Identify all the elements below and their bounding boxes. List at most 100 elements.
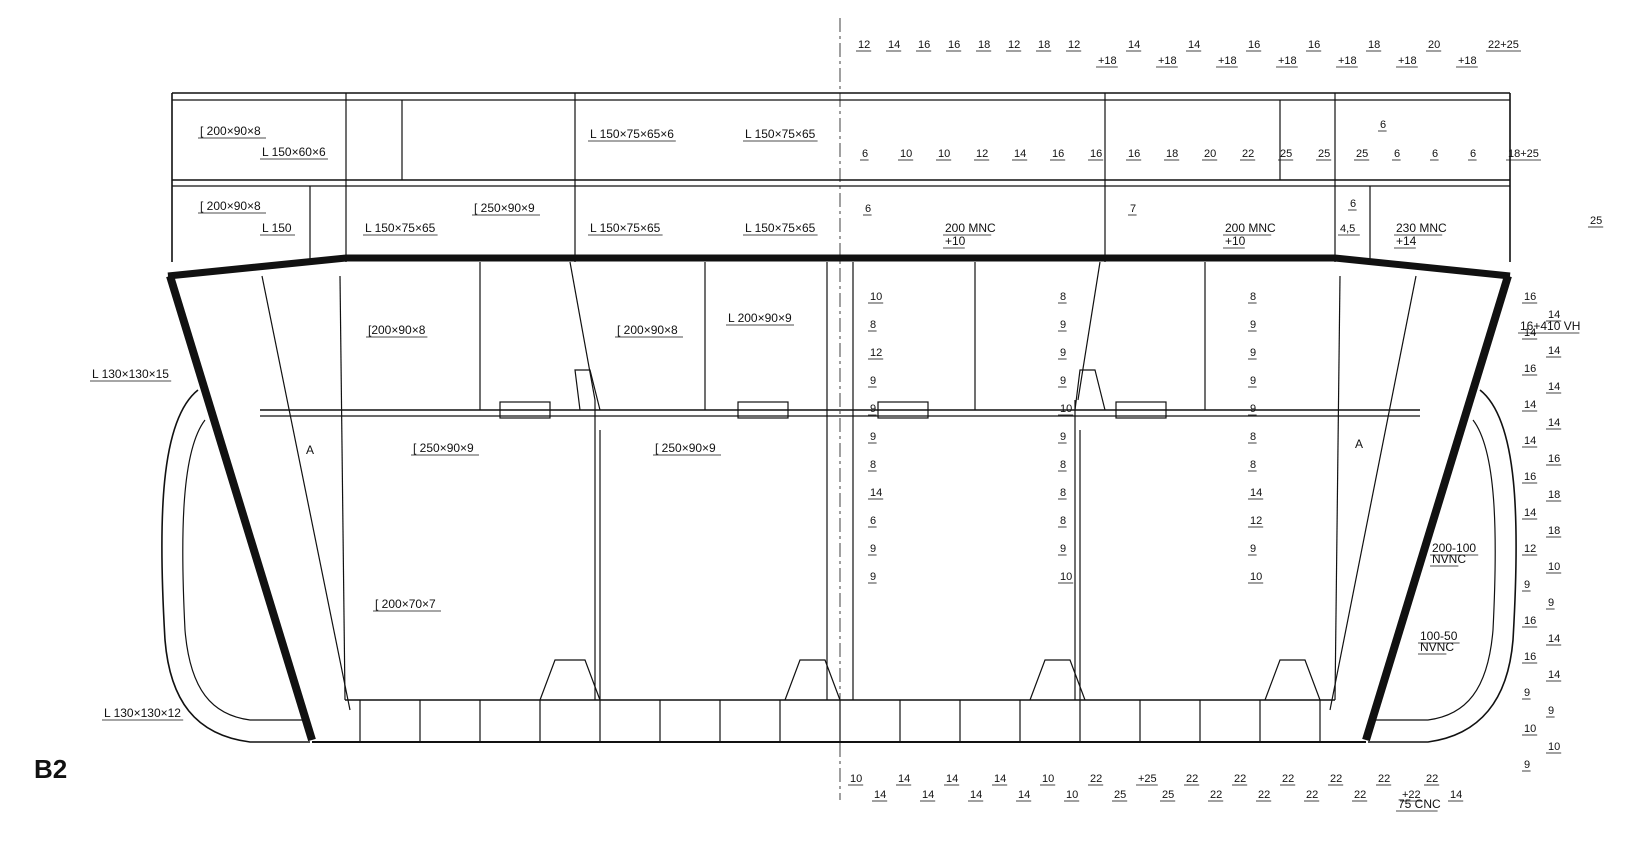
profile-label: 200 MNC bbox=[1225, 221, 1276, 235]
profile-label: L 150 bbox=[262, 221, 292, 235]
mid-thickness-label: 9 bbox=[870, 543, 876, 555]
inner-web-stbd bbox=[1334, 275, 1341, 701]
bracket bbox=[574, 369, 601, 411]
deck2-thickness-label: 16 bbox=[1052, 148, 1064, 160]
top-thickness-label: +18 bbox=[1338, 55, 1357, 67]
top-thickness-label: 22+25 bbox=[1488, 39, 1519, 51]
side-thickness-label: 16 bbox=[1524, 651, 1536, 663]
side-thickness-label: 9 bbox=[1548, 705, 1554, 717]
top-thickness-label: 14 bbox=[1128, 39, 1140, 51]
bottom-thickness-label: 10 bbox=[1042, 773, 1054, 785]
deck2-thickness-label: 6 bbox=[1432, 148, 1438, 160]
bottom-thickness-label: 14 bbox=[1450, 789, 1462, 801]
bottom-thickness-label: 22 bbox=[1426, 773, 1438, 785]
top-thickness-label: 14 bbox=[1188, 39, 1200, 51]
deck2-thickness-label: 25 bbox=[1356, 148, 1368, 160]
top-thickness-label: 20 bbox=[1428, 39, 1440, 51]
mid-thickness-label: 9 bbox=[870, 431, 876, 443]
top-thickness-label: +18 bbox=[1218, 55, 1237, 67]
side-thickness-label: 12 bbox=[1524, 543, 1536, 555]
bottom-thickness-label: 22 bbox=[1258, 789, 1270, 801]
profile-label: [ 250×90×9 bbox=[413, 441, 474, 455]
mid-thickness-label: 8 bbox=[1250, 459, 1256, 471]
bottom-floors bbox=[359, 700, 1321, 742]
mid-thickness-label: 14 bbox=[1250, 487, 1262, 499]
mid-thickness-label: 6 bbox=[870, 515, 876, 527]
mid-thickness-label: 8 bbox=[1250, 291, 1256, 303]
inner-web-port bbox=[339, 275, 346, 701]
side-thickness-label: 9 bbox=[1524, 759, 1530, 771]
side-thickness-label: 14 bbox=[1524, 399, 1536, 411]
top-thickness-label: 18 bbox=[978, 39, 990, 51]
mid-thickness-label: 9 bbox=[870, 403, 876, 415]
top-thickness-label: 12 bbox=[1068, 39, 1080, 51]
bottom-thickness-label: 14 bbox=[946, 773, 958, 785]
profile-label: L 150×75×65×6 bbox=[590, 127, 674, 141]
main-deck-heavy bbox=[167, 254, 1511, 280]
profile-label: [ 200×90×8 bbox=[617, 323, 678, 337]
bottom-thickness-label: 14 bbox=[970, 789, 982, 801]
deck2-thickness-label: 12 bbox=[976, 148, 988, 160]
profile-label: L 150×75×65 bbox=[365, 221, 436, 235]
bracket bbox=[1264, 659, 1321, 701]
bottom-thickness-label: 14 bbox=[994, 773, 1006, 785]
deck2-thickness-label: 6 bbox=[1394, 148, 1400, 160]
side-thickness-label: 18 bbox=[1548, 525, 1560, 537]
deck3-thickness-label: 25 bbox=[1590, 215, 1602, 227]
frame-diag bbox=[1077, 261, 1101, 401]
tank bbox=[1115, 401, 1167, 419]
side-thickness-label: 16 bbox=[1524, 471, 1536, 483]
profile-label: L 150×60×6 bbox=[262, 145, 326, 159]
side-thickness-label: 14 bbox=[1548, 669, 1560, 681]
top-thickness-label: +18 bbox=[1278, 55, 1297, 67]
mid-thickness-label: 8 bbox=[1060, 291, 1066, 303]
side-thickness-label: 14 bbox=[1548, 309, 1560, 321]
bottom-thickness-label: 22 bbox=[1234, 773, 1246, 785]
bottom-thickness-label: 22 bbox=[1210, 789, 1222, 801]
sponson-inner-stbd bbox=[1372, 419, 1496, 721]
profile-label: 75 CNC bbox=[1398, 797, 1441, 811]
bottom-thickness-label: 22 bbox=[1378, 773, 1390, 785]
bottom-thickness-label: 22 bbox=[1330, 773, 1342, 785]
mid-thickness-label: 9 bbox=[1250, 319, 1256, 331]
sponson-outer-stbd bbox=[1368, 389, 1517, 743]
mid-thickness-label: 9 bbox=[870, 571, 876, 583]
inner-bulkhead-stbd bbox=[1329, 275, 1417, 711]
deck3-thickness-label: 4,5 bbox=[1340, 223, 1355, 235]
bottom-thickness-label: 14 bbox=[874, 789, 886, 801]
mid-thickness-label: 9 bbox=[1060, 431, 1066, 443]
deck2-thickness-label: 10 bbox=[938, 148, 950, 160]
top-thickness-label: +18 bbox=[1158, 55, 1177, 67]
profile-label: [ 250×90×9 bbox=[474, 201, 535, 215]
deck3-thickness-label: 7 bbox=[1130, 203, 1136, 215]
tank bbox=[877, 401, 929, 419]
top-thickness-label: 12 bbox=[858, 39, 870, 51]
side-thickness-label: 16 bbox=[1524, 363, 1536, 375]
mid-thickness-label: 8 bbox=[1060, 487, 1066, 499]
profile-label: L 200×90×9 bbox=[728, 311, 792, 325]
deck2-thickness-label: 25 bbox=[1318, 148, 1330, 160]
profile-label: L 130×130×12 bbox=[104, 706, 181, 720]
top-thickness-label: 16 bbox=[1308, 39, 1320, 51]
bottom-thickness-label: 25 bbox=[1162, 789, 1174, 801]
deck3-thickness-label: 6 bbox=[1380, 119, 1386, 131]
deck2-thickness-label: 10 bbox=[900, 148, 912, 160]
mid-thickness-label: 12 bbox=[870, 347, 882, 359]
side-thickness-label: 9 bbox=[1548, 597, 1554, 609]
top-thickness-label: 14 bbox=[888, 39, 900, 51]
mid-thickness-label: 8 bbox=[1060, 515, 1066, 527]
side-thickness-label: 14 bbox=[1524, 435, 1536, 447]
outer-side-shell-port bbox=[166, 274, 316, 742]
side-thickness-label: 16 bbox=[1548, 453, 1560, 465]
top-thickness-label: +18 bbox=[1398, 55, 1417, 67]
deck2-thickness-label: 6 bbox=[862, 148, 868, 160]
mid-thickness-label: 9 bbox=[1060, 375, 1066, 387]
side-thickness-label: 14 bbox=[1548, 381, 1560, 393]
side-thickness-label: 10 bbox=[1524, 723, 1536, 735]
frame-diag bbox=[569, 261, 596, 401]
mid-thickness-label: 10 bbox=[1060, 403, 1072, 415]
side-thickness-label: 10 bbox=[1548, 561, 1560, 573]
